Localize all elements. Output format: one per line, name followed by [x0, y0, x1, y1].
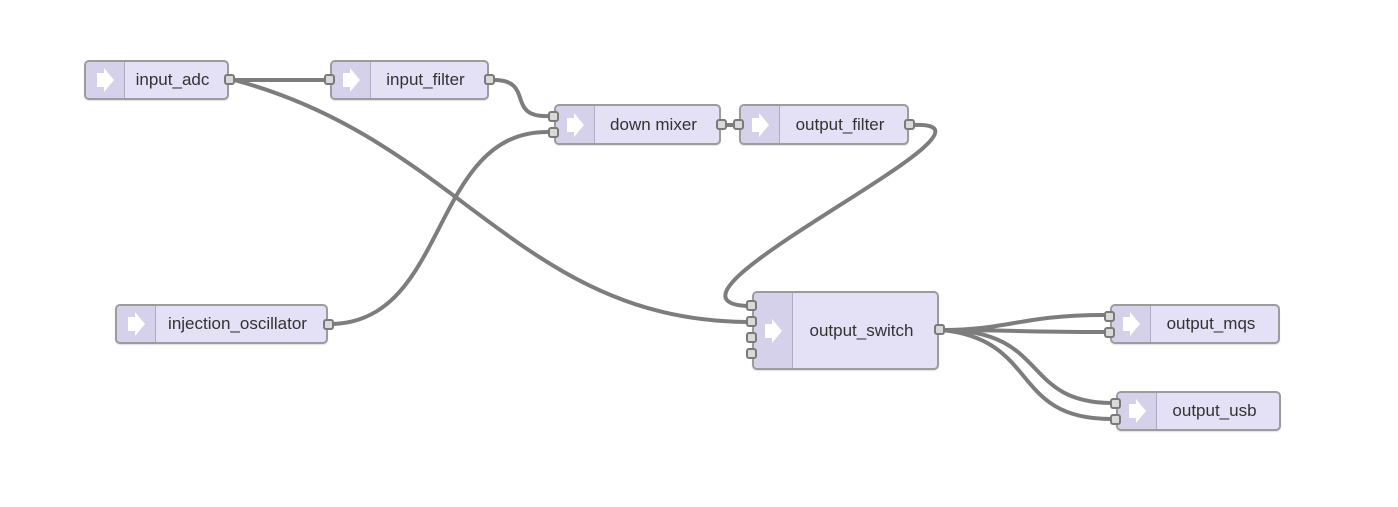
output-port[interactable]	[224, 74, 235, 85]
input-port[interactable]	[548, 127, 559, 138]
node-label: output_filter	[795, 114, 885, 134]
arrow-right-icon	[754, 293, 793, 368]
input-port[interactable]	[746, 332, 757, 343]
arrow-right-icon	[1118, 393, 1157, 429]
wire-input-filter-to-down-mixer[interactable]	[492, 78, 551, 119]
input-port[interactable]	[733, 119, 744, 130]
node-output-switch[interactable]: output_switch	[746, 291, 945, 370]
wire-output-filter-to-output-switch[interactable]	[723, 122, 938, 308]
input-port[interactable]	[746, 300, 757, 311]
arrow-right-icon	[1112, 306, 1151, 342]
arrow-right-icon	[117, 306, 156, 342]
arrow-right-icon	[556, 106, 595, 143]
output-port[interactable]	[716, 119, 727, 130]
node-label: down mixer	[610, 114, 697, 134]
arrow-right-icon	[741, 106, 780, 143]
node-output-usb[interactable]: output_usb	[1110, 391, 1281, 431]
output-port[interactable]	[484, 74, 495, 85]
wire-input-adc-to-output-switch[interactable]	[232, 78, 749, 324]
node-output-mqs[interactable]: output_mqs	[1104, 304, 1280, 344]
wire-injection-oscillator-to-down-mixer[interactable]	[331, 129, 551, 326]
node-output-filter[interactable]: output_filter	[733, 104, 915, 145]
arrow-right-icon	[86, 62, 125, 98]
node-label: output_mqs	[1166, 314, 1256, 333]
node-label: input_adc	[135, 70, 210, 89]
node-injection-oscillator[interactable]: injection_oscillator	[115, 304, 334, 344]
input-port[interactable]	[1110, 414, 1121, 425]
node-label: output_usb	[1172, 401, 1257, 420]
wire-output-switch-to-output-mqs-1[interactable]	[940, 313, 1107, 332]
node-label: injection_oscillator	[168, 314, 307, 333]
output-port[interactable]	[904, 119, 915, 130]
input-port[interactable]	[1104, 311, 1115, 322]
input-port[interactable]	[1110, 398, 1121, 409]
input-port[interactable]	[1104, 327, 1115, 338]
node-label: output_switch	[809, 320, 914, 340]
input-port[interactable]	[746, 348, 757, 359]
node-label: input_filter	[386, 70, 465, 89]
input-port[interactable]	[324, 74, 335, 85]
node-down-mixer[interactable]: down mixer	[548, 104, 727, 145]
output-port[interactable]	[323, 319, 334, 330]
input-port[interactable]	[548, 111, 559, 122]
node-input-filter[interactable]: input_filter	[324, 60, 495, 100]
input-port[interactable]	[746, 316, 757, 327]
node-input-adc[interactable]: input_adc	[84, 60, 235, 100]
wire-output-switch-to-output-usb-2[interactable]	[940, 328, 1113, 421]
output-port[interactable]	[934, 324, 945, 335]
wire-output-switch-to-output-usb-1[interactable]	[940, 328, 1113, 405]
arrow-right-icon	[332, 62, 371, 98]
